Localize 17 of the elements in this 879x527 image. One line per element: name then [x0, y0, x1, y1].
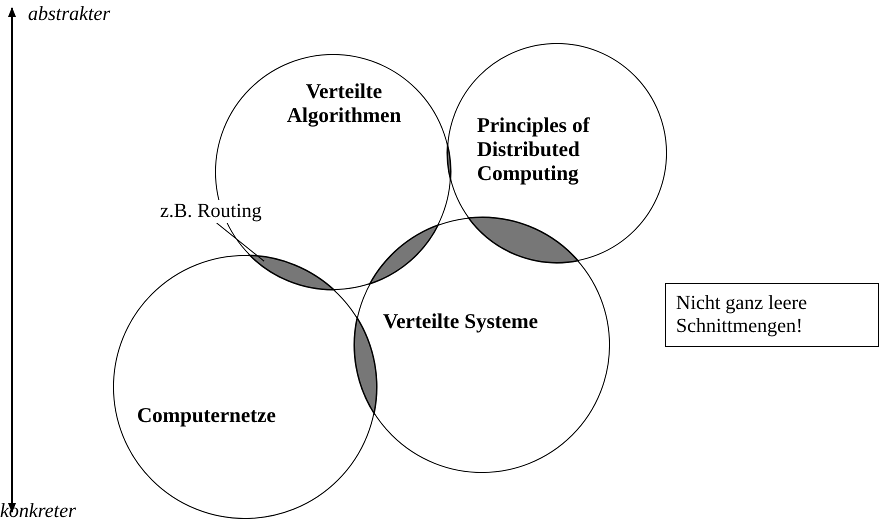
overlap-region — [354, 316, 378, 415]
topic-title: Principles of Distributed Computing — [477, 113, 591, 186]
topic-title: Computernetze — [137, 403, 277, 428]
leader-line — [216, 222, 265, 262]
overlap-region — [368, 224, 440, 285]
callout-text: z.B. Routing — [160, 200, 262, 223]
topic-circle — [447, 43, 667, 263]
overlap-region — [248, 254, 336, 290]
topic-circle — [113, 255, 377, 519]
topic-title: Verteilte Systeme — [383, 309, 539, 334]
note-text: Nicht ganz leere Schnittmengen! — [676, 292, 808, 337]
topic-title: Verteilte Algorithmen — [286, 79, 402, 128]
axis-label: abstrakter — [28, 3, 110, 26]
overlap-region — [468, 216, 579, 264]
axis-label: konkreter — [0, 500, 76, 523]
topic-circle — [354, 217, 610, 473]
note-box — [665, 283, 879, 347]
